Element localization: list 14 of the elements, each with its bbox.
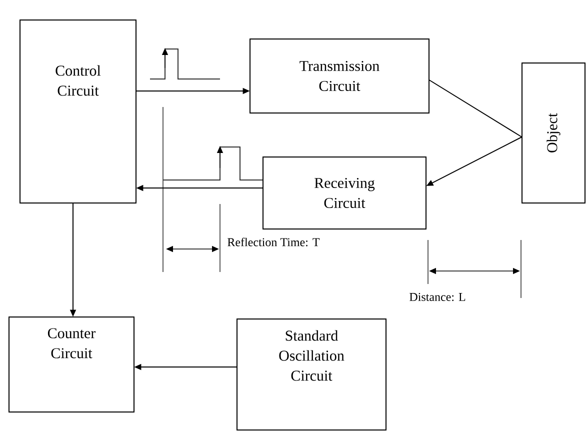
circuit-box <box>250 38 430 114</box>
circuit-box <box>262 156 426 230</box>
dimension-label: Distance: L <box>408 292 467 302</box>
box-label: Counter Circuit <box>48 328 96 358</box>
circuit-box <box>522 62 586 204</box>
circuit-box <box>236 318 386 430</box>
circuit-box <box>20 20 136 204</box>
box-label: Standard Oscillation Circuit <box>279 330 344 381</box>
box-label: Transmission Circuit <box>300 60 380 92</box>
dimension-label: Reflection Time: T <box>226 236 321 248</box>
box-label: Receiving Circuit <box>314 178 375 208</box>
box-label: Object <box>546 113 560 152</box>
circuit-box <box>8 316 134 412</box>
box-label: Control Circuit <box>56 65 101 96</box>
